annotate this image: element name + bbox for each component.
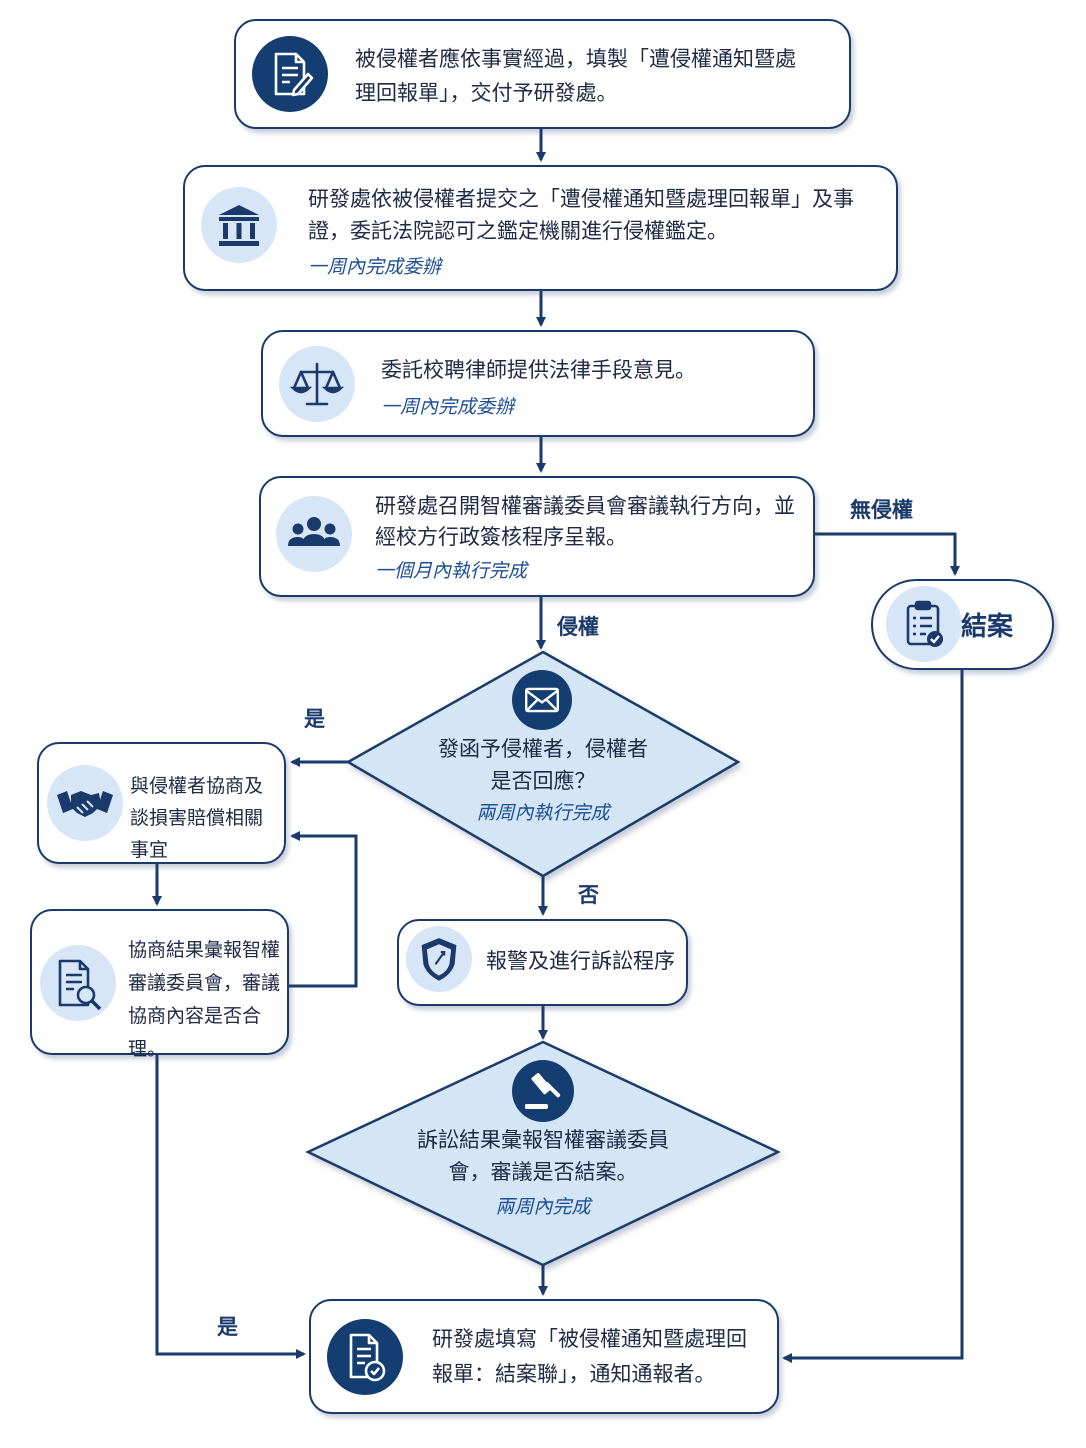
handshake-icon [47,765,123,841]
arrow-close-final [782,670,964,1363]
scales-icon [279,346,355,422]
step-appraisal-note: 一周內完成委辦 [308,256,442,278]
step-appraisal [183,165,898,291]
step-committee-text: 研發處召開智權審議委員會審議執行方向，並經校方行政簽核程序呈報。 [375,494,795,549]
arrow-review-final [155,1055,306,1359]
decision-response-note: 兩周內執行完成 [476,802,610,824]
step-appraisal-text: 研發處依被侵權者提交之「遭侵權通知暨處理回報單」及事證，委託法院認可之鑑定機關進… [308,187,854,243]
clipboard-check-icon [886,586,962,662]
document-check-icon [327,1319,403,1395]
gavel-icon [512,1060,574,1122]
label-yes-top: 是 [304,707,325,731]
envelope-icon [512,670,572,730]
step-lawyer-note: 一周內完成委辦 [381,396,515,418]
label-no-infringement: 無侵權 [850,498,913,522]
label-no: 否 [578,883,599,907]
label-yes-bottom: 是 [217,1315,238,1339]
step-final-report-text: 研發處填寫「被侵權通知暨處理回報單：結案聯」，通知通報者。 [432,1327,747,1386]
decision-response-text: 發函予侵權者，侵權者是否回應？ [438,737,648,793]
people-group-icon [276,496,352,572]
decision-litigation-note: 兩周內完成 [495,1196,591,1218]
step-negotiate-text: 與侵權者協商及談損害賠償相關事宜 [130,775,264,861]
document-edit-icon [252,36,328,112]
close-case-label: 結案 [961,612,1014,642]
document-search-icon [40,945,116,1021]
arrow-review-negotiate [289,831,358,988]
shield-icon [406,926,472,992]
label-infringement: 侵權 [557,615,599,639]
courthouse-icon [201,187,277,263]
step-submit-report-text: 被侵權者應依事實經過，填製「遭侵權通知暨處理回報單」，交付予研發處。 [355,47,796,105]
step-committee-note: 一個月內執行完成 [375,560,528,582]
step-submit-report [234,19,851,129]
step-review-negotiation-text: 協商結果彙報智權審議委員會，審議協商內容是否合理。 [128,939,281,1060]
decision-litigation-text: 訴訟結果彙報智權審議委員會，審議是否結案。 [417,1128,669,1184]
step-lawyer-text: 委託校聘律師提供法律手段意見。 [381,358,696,382]
step-police-litigation-text: 報警及進行訴訟程序 [486,949,675,973]
arrow-s4-close [815,532,960,576]
